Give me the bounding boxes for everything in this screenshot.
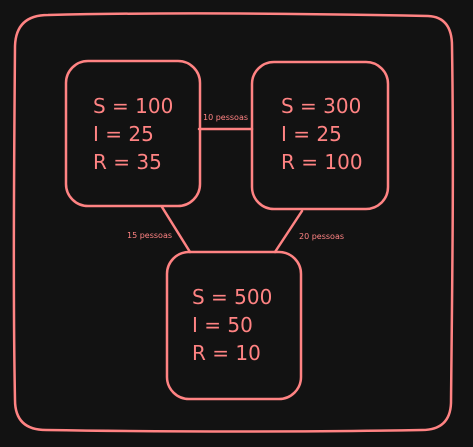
edge-line-b-c [273, 209, 304, 254]
edge-label-a-c: 15 pessoas [127, 231, 173, 240]
node-a-r-value: R = 35 [93, 150, 162, 174]
edge-line-a-c [160, 205, 192, 254]
node-box-a [64, 59, 202, 208]
edge-label-a-b: 10 pessoas [203, 113, 249, 122]
node-b-s-value: S = 300 [281, 94, 362, 118]
node-b: S = 300 I = 25 R = 100 [281, 90, 381, 178]
node-c-s-value: S = 500 [192, 285, 273, 309]
node-box-b [250, 60, 390, 211]
node-box-c [165, 250, 303, 401]
node-b-r-value: R = 100 [281, 150, 363, 174]
node-b-i-value: I = 25 [281, 122, 342, 146]
node-a-s-value: S = 100 [93, 94, 174, 118]
outer-frame [12, 12, 455, 433]
node-c: S = 500 I = 50 R = 10 [192, 281, 292, 369]
node-c-i-value: I = 50 [192, 313, 253, 337]
node-c-r-value: R = 10 [192, 341, 261, 365]
edge-label-b-c: 20 pessoas [299, 232, 345, 241]
node-a: S = 100 I = 25 R = 35 [93, 90, 193, 178]
node-a-i-value: I = 25 [93, 122, 154, 146]
